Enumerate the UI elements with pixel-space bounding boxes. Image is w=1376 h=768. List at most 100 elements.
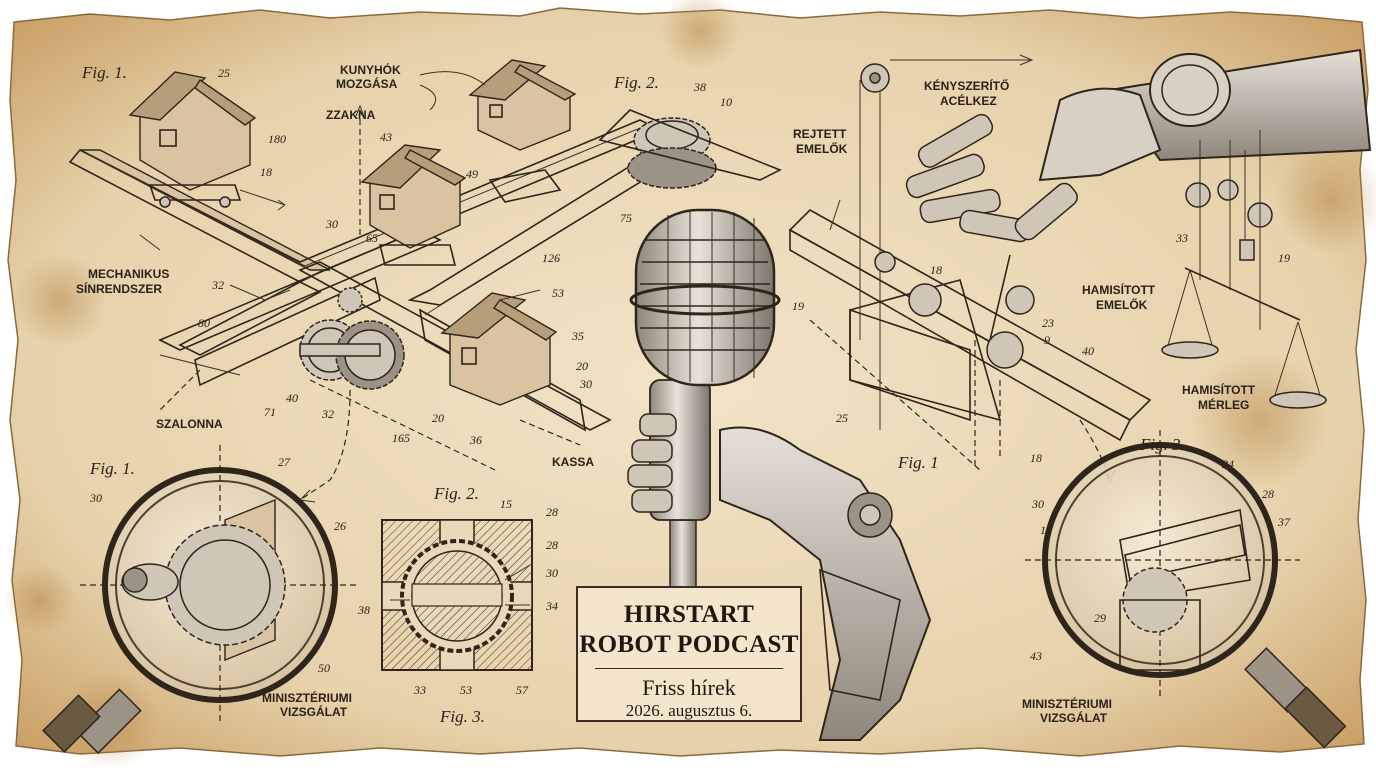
reference-number: 36 bbox=[469, 433, 482, 447]
podcast-title-plate: HIRSTART ROBOT PODCAST Friss hírek 2026.… bbox=[576, 586, 802, 722]
reference-number: 24 bbox=[1222, 457, 1234, 471]
label-hamis-emelo-1: HAMISÍTOTT bbox=[1082, 282, 1156, 297]
reference-number: 57 bbox=[516, 683, 529, 697]
reference-number: 37 bbox=[1277, 515, 1291, 529]
reference-number: 32 bbox=[211, 278, 224, 292]
label-hamis-merleg-2: MÉRLEG bbox=[1198, 397, 1249, 412]
reference-number: 10 bbox=[720, 95, 732, 109]
rail-system-drawing bbox=[68, 59, 782, 503]
reference-number: 126 bbox=[542, 251, 560, 265]
reference-number: 20 bbox=[432, 411, 444, 425]
label-rejtett-1: REJTETT bbox=[793, 127, 847, 141]
magnifier-left bbox=[42, 445, 360, 755]
reference-number: 19 bbox=[1278, 251, 1290, 265]
fig-caption-2-center: Fig. 2. bbox=[433, 484, 479, 503]
reference-number: 30 bbox=[1031, 497, 1044, 511]
reference-number: 30 bbox=[579, 377, 592, 391]
log-cabin-4 bbox=[440, 292, 558, 406]
gear-assembly-top bbox=[627, 117, 717, 189]
reference-numbers: 25 180 18 43 49 30 65 38 10 75 126 32 80… bbox=[89, 66, 1291, 697]
rail-cart bbox=[488, 169, 562, 203]
reference-number: 25 bbox=[836, 411, 848, 425]
label-miniszteriumi-right-2: VIZSGÁLAT bbox=[1040, 710, 1108, 725]
reference-number: 19 bbox=[792, 299, 804, 313]
label-hamis-merleg-1: HAMISÍTOTT bbox=[1182, 382, 1256, 397]
reference-number: 23 bbox=[1042, 316, 1054, 330]
title-date: 2026. augusztus 6. bbox=[625, 701, 753, 720]
scales-drawing bbox=[1161, 130, 1327, 409]
reference-number: 33 bbox=[1175, 231, 1188, 245]
reference-number: 28 bbox=[546, 505, 558, 519]
label-szalonna: SZALONNA bbox=[156, 417, 223, 431]
reference-number: 27 bbox=[278, 455, 291, 469]
fig-caption-1-top: Fig. 1. bbox=[81, 63, 127, 82]
reference-number: 43 bbox=[1030, 649, 1042, 663]
reference-number: 35 bbox=[571, 329, 584, 343]
title-divider bbox=[595, 668, 783, 669]
reference-number: 165 bbox=[392, 431, 410, 445]
magnifier-right bbox=[1025, 430, 1347, 749]
reference-number: 30 bbox=[545, 566, 558, 580]
reference-number: 18 bbox=[260, 165, 272, 179]
gear-cross-section bbox=[381, 519, 533, 671]
title-line-1: HIRSTART bbox=[623, 601, 755, 628]
robot-hand-mic bbox=[627, 413, 932, 741]
fig-caption-2-top: Fig. 2. bbox=[613, 73, 659, 92]
reference-number: 180 bbox=[268, 132, 286, 146]
reference-number: 53 bbox=[460, 683, 472, 697]
reference-number: 28 bbox=[546, 538, 558, 552]
reference-number: 30 bbox=[325, 217, 338, 231]
reference-number: 75 bbox=[620, 211, 632, 225]
label-kenyszerito-2: ACÉLKEZ bbox=[940, 93, 997, 108]
log-cabin-2 bbox=[360, 144, 467, 266]
reference-number: 43 bbox=[380, 130, 392, 144]
label-kunyhok-2: MOZGÁSA bbox=[336, 76, 398, 91]
label-mechanikus-1: MECHANIKUS bbox=[88, 267, 169, 281]
label-kenyszerito-1: KÉNYSZERÍTŐ bbox=[924, 78, 1009, 93]
reference-number: 26 bbox=[334, 519, 346, 533]
iron-hand-drawing bbox=[859, 48, 1372, 430]
reference-number: 40 bbox=[1082, 344, 1094, 358]
reference-number: 71 bbox=[264, 405, 276, 419]
title-line-2: ROBOT PODCAST bbox=[579, 631, 799, 658]
label-mechanikus-2: SÍNRENDSZER bbox=[76, 281, 162, 296]
reference-number: 50 bbox=[318, 661, 330, 675]
log-cabin-3 bbox=[468, 59, 577, 151]
reference-number: 65 bbox=[366, 231, 378, 245]
label-kunyhok-1: KUNYHÓK bbox=[340, 62, 401, 77]
reference-number: 80 bbox=[198, 316, 210, 330]
reference-number: 18 bbox=[930, 263, 942, 277]
title-subtitle: Friss hírek bbox=[642, 675, 736, 700]
reference-number: 49 bbox=[466, 167, 478, 181]
reference-number: 33 bbox=[413, 683, 426, 697]
reference-number: 38 bbox=[357, 603, 370, 617]
reference-number: 32 bbox=[321, 407, 334, 421]
reference-number: 25 bbox=[218, 66, 230, 80]
label-miniszteriumi-right-1: MINISZTÉRIUMI bbox=[1022, 696, 1112, 711]
reference-number: 15 bbox=[1040, 523, 1052, 537]
reference-number: 30 bbox=[89, 491, 102, 505]
reference-number: 29 bbox=[1094, 611, 1106, 625]
reference-number: 34 bbox=[545, 599, 558, 613]
fig-caption-3-right: Fig. 3. bbox=[1139, 435, 1185, 454]
label-kassa: KASSA bbox=[552, 455, 594, 469]
reference-number: 9 bbox=[1044, 333, 1050, 347]
reference-number: 18 bbox=[1030, 451, 1042, 465]
reference-number: 53 bbox=[552, 286, 564, 300]
reference-number: 28 bbox=[1262, 487, 1274, 501]
reference-number: 20 bbox=[576, 359, 588, 373]
fig-caption-1-left: Fig. 1. bbox=[89, 459, 135, 478]
log-cabin-1 bbox=[128, 71, 257, 208]
label-hamis-emelo-2: EMELŐK bbox=[1096, 297, 1148, 312]
fig-caption-1-right: Fig. 1 bbox=[897, 453, 939, 472]
reference-number: 15 bbox=[500, 497, 512, 511]
reference-number: 40 bbox=[286, 391, 298, 405]
label-miniszteriumi-left-1: MINISZTÉRIUMI bbox=[262, 690, 352, 705]
label-zzakna: ZZAKNA bbox=[326, 108, 376, 122]
fig-caption-3-center: Fig. 3. bbox=[439, 707, 485, 726]
reference-number: 38 bbox=[693, 80, 706, 94]
gear-assembly-left bbox=[299, 287, 405, 390]
label-rejtett-2: EMELŐK bbox=[796, 141, 848, 156]
